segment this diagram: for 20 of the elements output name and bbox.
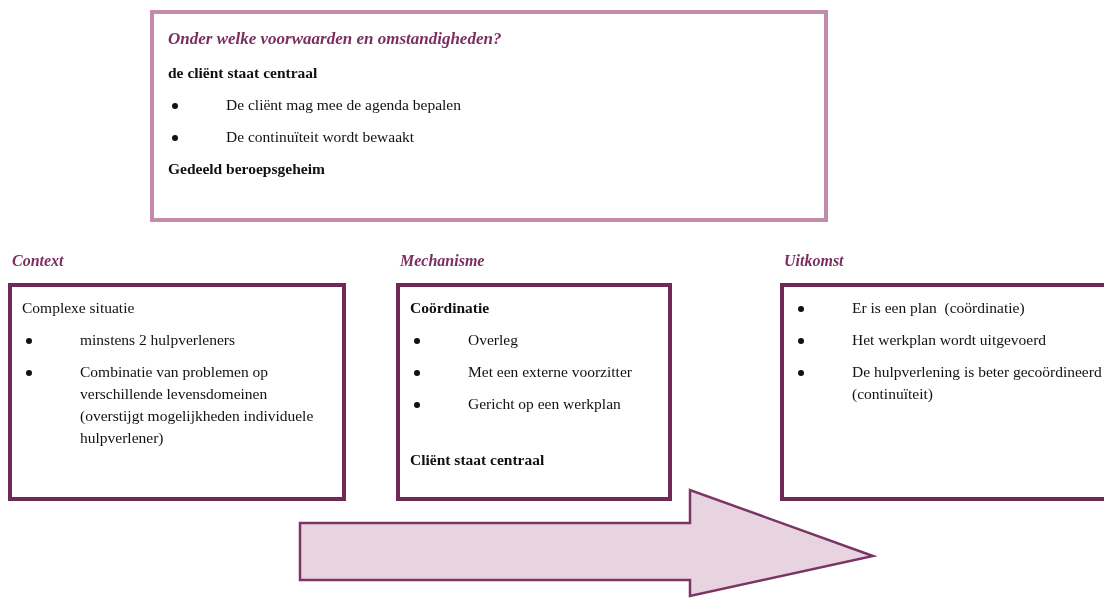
bullet-text: minstens 2 hulpverleners	[80, 331, 235, 348]
bullet-text: De hulpverlening is beter gecoördineerd (continuïteit)	[852, 363, 1103, 402]
bullet-text: De cliënt mag mee de agenda bepalen	[226, 96, 461, 113]
box-heading: Onder welke voorwaarden en omstandigheden?	[168, 28, 503, 50]
column-heading: Mechanisme	[400, 251, 485, 271]
bullet-text: Combinatie van problemen op verschillende levensdomeinen (overstijgt mogelijkheden individuele hulpverlener)	[80, 363, 315, 446]
bullet-text: De continuïteit wordt bewaakt	[226, 128, 415, 145]
bullet-text: Er is een plan (coördinatie)	[852, 299, 1025, 316]
column-heading: Uitkomst	[784, 251, 844, 271]
bullet-text: Gericht op een werkplan	[468, 395, 621, 412]
bold-text: de cliënt staat centraal	[168, 63, 319, 83]
column-heading: Context	[12, 251, 64, 271]
bullet-text: Met een externe voorzitter	[468, 363, 632, 380]
bold-text: Cliënt staat centraal	[410, 450, 546, 470]
bold-text: Gedeeld beroepsgeheim	[168, 159, 326, 179]
bullet-text: Overleg	[468, 331, 518, 348]
text: Complexe situatie	[22, 298, 136, 318]
bullet-text: Het werkplan wordt uitgevoerd	[852, 331, 1047, 348]
text-box	[150, 10, 828, 222]
bold-text: Coördinatie	[410, 298, 491, 318]
